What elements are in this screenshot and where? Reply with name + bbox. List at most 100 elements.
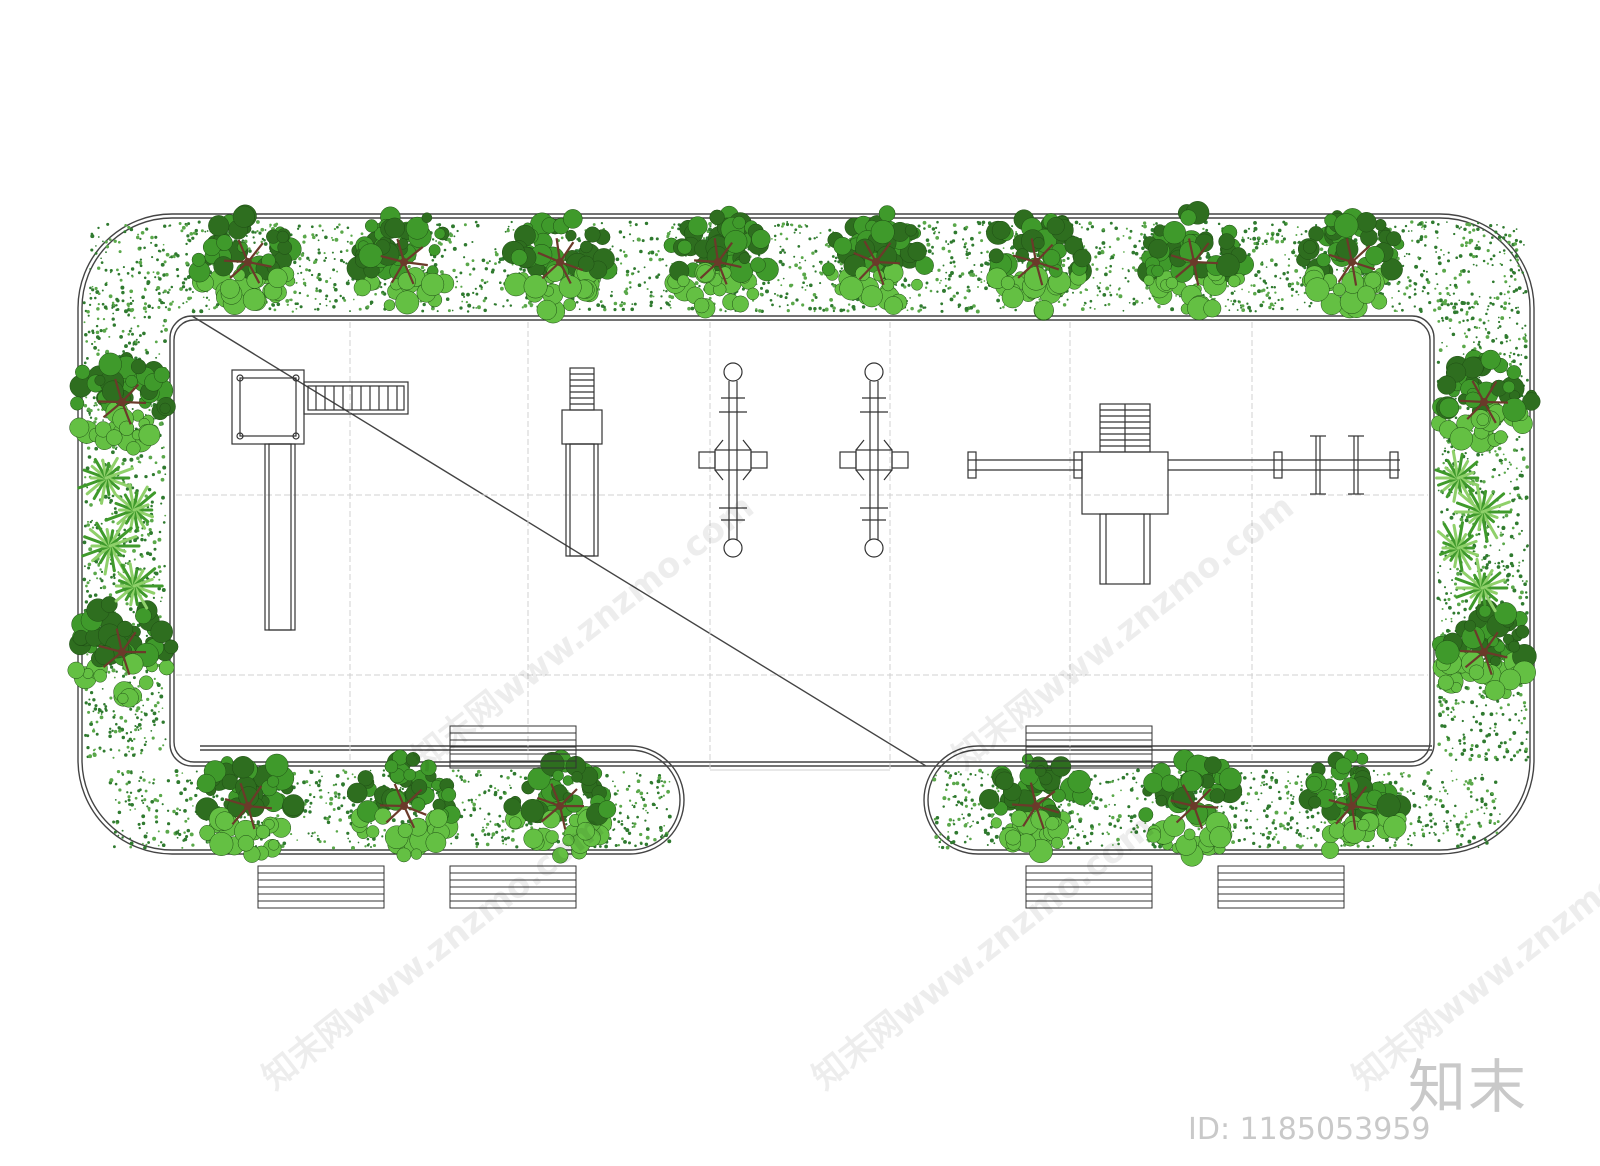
ground-speck: [1474, 744, 1479, 749]
ground-speck: [1459, 742, 1462, 745]
ground-speck: [331, 846, 336, 850]
ground-speck: [185, 224, 188, 227]
ground-speck: [88, 594, 93, 598]
ground-speck: [186, 234, 190, 238]
ground-speck: [1504, 280, 1508, 284]
ground-speck: [142, 842, 144, 845]
ground-speck: [1470, 429, 1474, 433]
ground-speck: [472, 306, 475, 309]
ground-speck: [87, 314, 90, 317]
ground-speck: [145, 634, 149, 638]
ground-speck: [1440, 248, 1443, 252]
ground-speck: [612, 828, 615, 832]
ground-speck: [471, 259, 475, 262]
ground-speck: [512, 229, 515, 231]
ground-speck: [121, 773, 125, 776]
ground-speck: [1446, 303, 1450, 307]
ground-speck: [92, 728, 95, 730]
ground-speck: [1288, 258, 1290, 261]
ground-speck: [1507, 233, 1512, 238]
ground-speck: [1450, 302, 1453, 306]
ground-speck: [1487, 331, 1491, 335]
ground-speck: [578, 308, 581, 311]
ground-speck: [314, 297, 317, 300]
ground-speck: [178, 832, 182, 837]
ground-speck: [826, 242, 829, 245]
ground-speck: [1405, 286, 1409, 290]
ground-speck: [628, 799, 632, 802]
ground-speck: [973, 263, 976, 267]
ground-speck: [140, 710, 143, 714]
ground-speck: [834, 256, 838, 260]
ground-speck: [86, 357, 89, 360]
ground-speck: [655, 275, 659, 279]
ground-speck: [1518, 595, 1523, 600]
ground-speck: [1519, 590, 1524, 595]
ground-speck: [1452, 310, 1457, 315]
ground-speck: [1483, 802, 1488, 807]
ground-speck: [1481, 565, 1485, 569]
ground-speck: [1421, 273, 1423, 276]
ground-speck: [1096, 294, 1099, 297]
ground-speck: [1256, 818, 1259, 821]
ground-speck: [984, 261, 988, 266]
ground-speck: [1474, 246, 1478, 250]
ground-speck: [1256, 269, 1261, 274]
ground-speck: [467, 303, 472, 308]
ground-speck: [1454, 701, 1458, 705]
ground-speck: [1511, 574, 1515, 578]
ground-speck: [1463, 741, 1466, 745]
ground-speck: [319, 302, 322, 306]
ground-speck: [435, 240, 437, 242]
ground-speck: [1484, 704, 1488, 707]
ground-speck: [83, 524, 87, 528]
ground-speck: [658, 796, 662, 800]
ground-speck: [118, 729, 122, 733]
ground-speck: [116, 299, 120, 303]
ground-speck: [1466, 318, 1469, 322]
ground-speck: [603, 307, 607, 312]
ground-speck: [669, 230, 671, 233]
ground-speck: [137, 729, 140, 731]
ground-speck: [117, 801, 121, 805]
ground-speck: [297, 224, 301, 228]
ground-speck: [1269, 258, 1274, 263]
ground-speck: [1265, 293, 1269, 297]
ground-speck: [1433, 822, 1437, 826]
ground-speck: [1233, 290, 1236, 293]
ground-speck: [923, 227, 926, 230]
ground-speck: [1467, 222, 1472, 227]
ground-speck: [89, 520, 92, 524]
ground-speck: [948, 273, 952, 278]
ground-speck: [961, 813, 964, 816]
ground-speck: [484, 296, 488, 300]
ground-speck: [309, 806, 311, 808]
ground-speck: [779, 251, 783, 254]
ground-speck: [1131, 250, 1136, 255]
ground-speck: [702, 237, 706, 240]
ground-speck: [1399, 772, 1403, 776]
ground-speck: [634, 844, 637, 848]
ground-speck: [811, 251, 815, 255]
ground-speck: [1494, 450, 1497, 453]
ground-speck: [1094, 255, 1098, 259]
ground-speck: [628, 233, 632, 236]
ground-speck: [189, 832, 194, 837]
ground-speck: [625, 273, 630, 277]
ground-speck: [1282, 237, 1286, 241]
ground-speck: [1434, 287, 1437, 290]
ground-speck: [1264, 239, 1268, 244]
ground-speck: [1515, 478, 1519, 481]
ground-speck: [1136, 824, 1138, 827]
ground-speck: [1254, 246, 1259, 250]
ground-speck: [1405, 252, 1408, 255]
ground-speck: [152, 719, 156, 724]
ground-speck: [138, 567, 142, 571]
ground-speck: [983, 280, 986, 282]
ground-speck: [632, 272, 635, 275]
ground-speck: [1097, 823, 1101, 826]
ground-speck: [319, 782, 321, 784]
ground-speck: [781, 222, 786, 226]
ground-speck: [781, 262, 785, 267]
ground-speck: [145, 227, 149, 231]
